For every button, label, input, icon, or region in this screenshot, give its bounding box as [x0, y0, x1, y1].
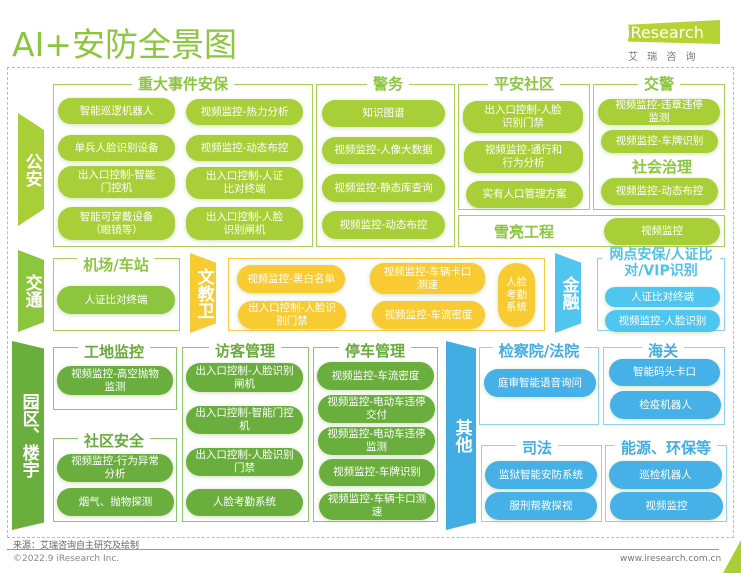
group-title: 网点安保/人证比对/VIP识别 [602, 247, 720, 280]
item: 知识图谱 [322, 100, 445, 127]
item: 出入口控制-人脸识别门禁 [463, 101, 583, 133]
item: 视频监控-静态库查询 [322, 174, 445, 202]
item: 视频监控-车流密度 [372, 301, 485, 329]
item: 烟气、抛物探测 [57, 488, 174, 516]
group-title: 平安社区 [487, 73, 561, 94]
group-title: 工地监控 [77, 341, 151, 362]
group-title: 停车管理 [338, 340, 412, 361]
item: 人证比对终端 [605, 287, 720, 307]
item: 出入口控制-人脸识别闸机 [186, 207, 303, 240]
outer-frame [7, 67, 734, 538]
group-title: 社区安全 [77, 430, 151, 451]
item: 巡检机器人 [609, 461, 722, 489]
group-title: 重大事件安保 [131, 73, 235, 94]
footer-divider [7, 549, 719, 550]
group-title: 海关 [641, 340, 685, 361]
group-title: 司法 [515, 437, 559, 458]
source-note: 来源：艾瑞咨询自主研究及绘制 [13, 541, 140, 551]
item: 视频监控-动态布控 [186, 135, 303, 161]
item: 视频监控-违章违停监测 [598, 99, 720, 125]
category-gongan: 公安 [18, 113, 44, 226]
item: 出入口控制-人证比对终端 [186, 167, 303, 199]
item: 出入口控制-人脸识别门禁 [238, 301, 346, 329]
item: 视频监控-通行和行为分析 [464, 141, 583, 173]
copyright: ©2022.9 iResearch Inc. [13, 554, 120, 564]
group-title: 雪亮工程 [487, 221, 561, 242]
group-title: 社会治理 [625, 156, 699, 177]
item: 人脸考勤系统 [186, 489, 303, 516]
website-url: www.iresearch.com.cn [620, 554, 722, 564]
item: 视频监控-高空抛物监测 [57, 366, 173, 395]
group-title: 警务 [366, 73, 410, 94]
item: 视频监控-热力分析 [186, 99, 303, 125]
item: 视频监控-人像大数据 [322, 137, 445, 164]
item: 单兵人脸识别设备 [58, 135, 175, 161]
item: 人证比对终端 [57, 286, 175, 314]
category-yuanqu: 园区、楼宇 [12, 341, 44, 530]
item: 实有人口管理方案 [466, 181, 583, 208]
corner-decoration [723, 540, 741, 573]
item: 视频监控-车辆卡口测速 [319, 492, 435, 520]
item: 人脸考勤系统 [498, 263, 535, 327]
item: 智能可穿戴设备（眼镜等） [58, 207, 175, 240]
category-wenjiaowei: 文教卫 [190, 253, 216, 333]
item: 庭审智能语音询问 [484, 369, 596, 397]
item: 视频监控 [604, 218, 720, 245]
item: 服刑帮教探视 [485, 492, 597, 520]
item: 检疫机器人 [610, 391, 721, 419]
category-jinrong: 金融 [555, 253, 581, 333]
item: 出入口控制-人脸识别闸机 [186, 363, 303, 392]
item: 视频监控-人脸识别 [605, 310, 720, 332]
item: 监狱智能安防系统 [485, 461, 597, 489]
item: 视频监控-电动车违停监测 [318, 427, 435, 455]
category-jiaotong: 交通 [18, 250, 44, 332]
item: 视频监控-行为异常分析 [57, 454, 173, 482]
item: 视频监控-黑白名单 [237, 265, 345, 293]
page-title: AI+安防全景图 [12, 25, 237, 64]
item: 出入口控制-人脸识别门禁 [186, 448, 303, 476]
item: 智能码头卡口 [609, 359, 720, 386]
group-title: 访客管理 [208, 340, 282, 361]
iresearch-logo: iResearch 艾 瑞 咨 询 [622, 18, 722, 63]
item: 智能巡逻机器人 [58, 98, 175, 124]
item: 视频监控-车流密度 [317, 362, 434, 390]
group-title: 能源、环保等 [614, 437, 718, 458]
group-title: 检察院/法院 [492, 340, 586, 361]
group-title: 交警 [637, 73, 681, 94]
item: 视频监控-车牌识别 [601, 130, 718, 153]
group-title: 机场/车站 [77, 254, 155, 275]
item: 视频监控-电动车违停交付 [318, 395, 435, 423]
item: 视频监控-车牌识别 [319, 459, 435, 486]
item: 出入口控制-智能门控机 [186, 406, 303, 434]
item: 出入口控制-智能门控机 [58, 166, 175, 198]
category-qita: 其他 [446, 341, 476, 530]
item: 视频监控-动态布控 [322, 211, 445, 239]
item: 视频监控-车辆卡口测速 [370, 263, 485, 294]
item: 视频监控-动态布控 [601, 178, 718, 205]
item: 视频监控 [610, 492, 723, 520]
